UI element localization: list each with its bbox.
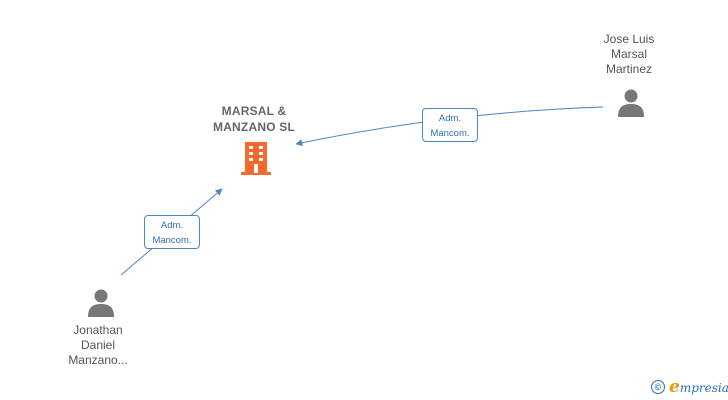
company-name-line1: MARSAL & [221,104,287,118]
person-icon[interactable] [616,88,646,118]
relation-role-line2: Mancom. [152,235,192,246]
empresia-logo[interactable]: © e mpresia [651,377,728,397]
relation-label-jonathan[interactable]: Adm. Mancom. [144,215,200,249]
relation-label-jose[interactable]: Adm. Mancom. [422,108,478,142]
person-name-line: Daniel [80,338,116,352]
relation-role-line1: Adm. [438,113,462,124]
brand-initial: e [669,377,680,397]
person-name-line: Manzano... [68,353,128,367]
person-name-line: Jonathan [73,323,123,337]
person-name-jonathan[interactable]: Jonathan Daniel Manzano... [58,323,138,368]
person-name-line: Marsal [610,47,647,61]
company-name-line2: MANZANO SL [213,120,295,134]
building-icon[interactable] [239,140,273,176]
person-icon[interactable] [86,288,116,318]
person-name-jose[interactable]: Jose Luis Marsal Martinez [590,32,668,77]
copyright-icon: © [651,380,665,394]
brand-text: mpresia [679,381,728,395]
relation-role-line1: Adm. [160,220,184,231]
company-name[interactable]: MARSAL & MANZANO SL [196,103,312,135]
person-name-line: Martinez [605,62,652,76]
relation-role-line2: Mancom. [430,128,470,139]
person-name-line: Jose Luis [603,32,655,46]
